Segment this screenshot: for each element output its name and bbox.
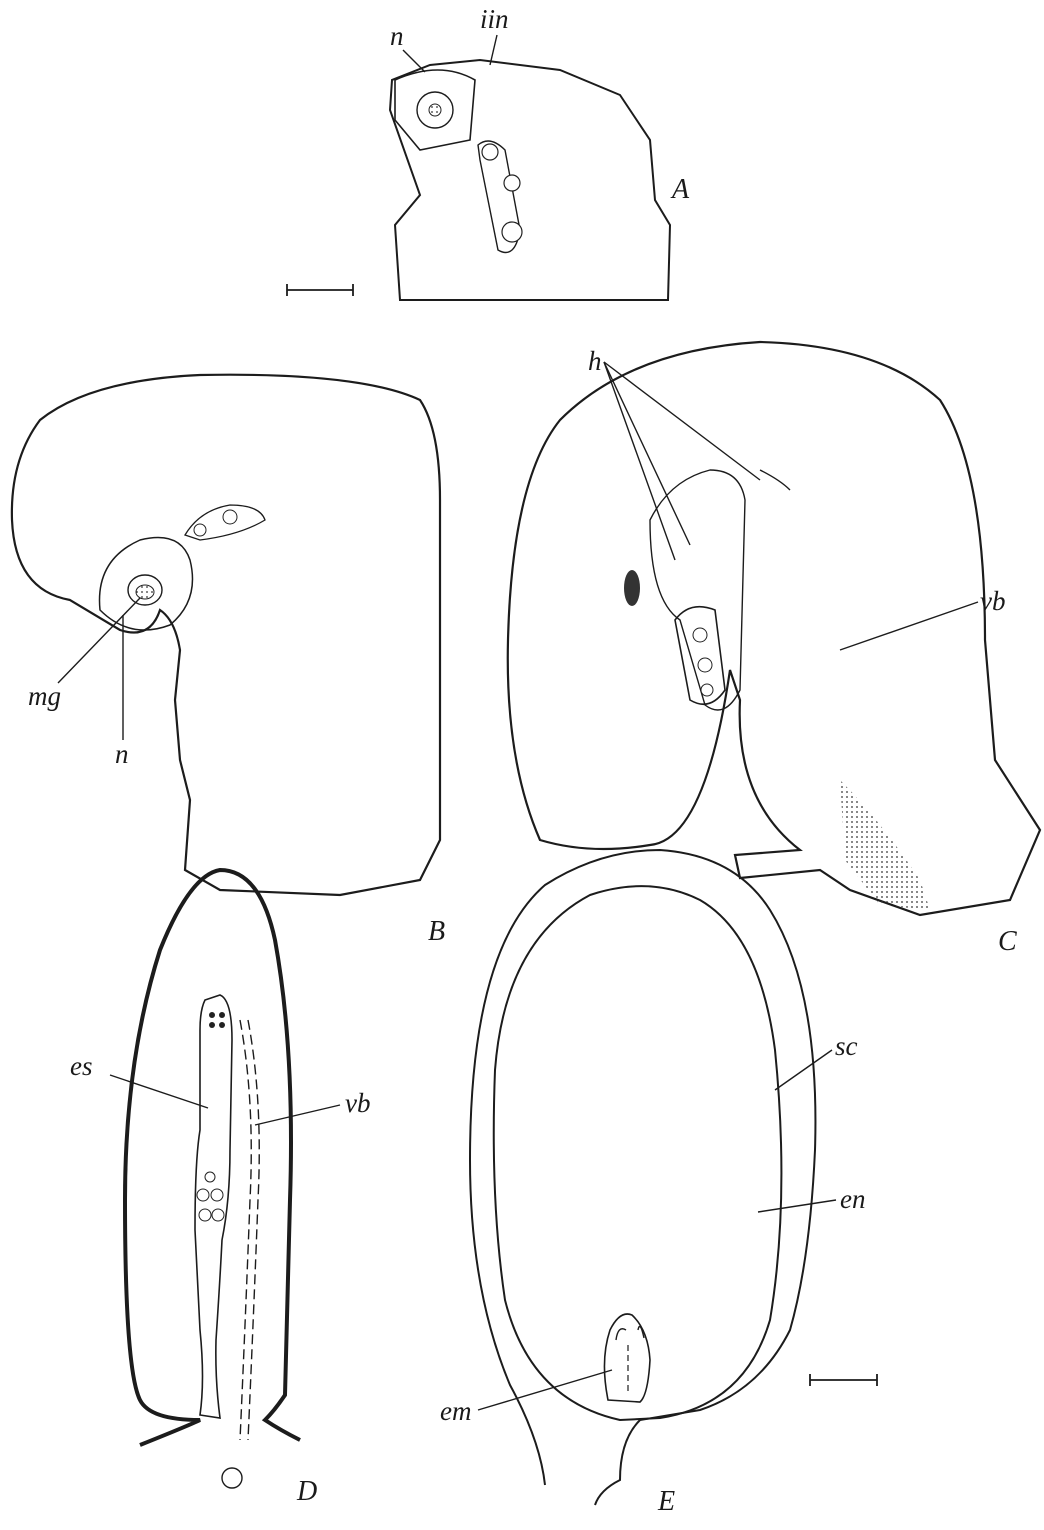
pointer-h [604, 362, 760, 560]
scale-bar-top [287, 284, 353, 296]
pointer-en [758, 1200, 836, 1212]
panel-label-d: D [296, 1476, 317, 1507]
scale-bar-bottom [810, 1374, 877, 1386]
panel-e-seed [470, 850, 815, 1505]
panel-label-c: C [998, 926, 1017, 957]
label-en: en [840, 1184, 865, 1214]
label-h: h [588, 346, 602, 376]
label-em: em [440, 1396, 471, 1426]
pointer-vb-d [255, 1105, 340, 1125]
panel-label-a: A [670, 174, 690, 205]
pointer-vb-c [840, 602, 978, 650]
panel-label-e: E [657, 1486, 675, 1517]
label-n-top: n [390, 21, 404, 51]
label-vb-c: vb [980, 586, 1005, 616]
label-iin: iin [480, 4, 509, 34]
pointer-es [110, 1075, 208, 1108]
pointer-sc [775, 1050, 832, 1090]
pointer-n-top [403, 50, 425, 72]
label-es: es [70, 1051, 93, 1081]
label-n-b: n [115, 739, 129, 769]
label-vb-d: vb [345, 1088, 370, 1118]
label-mg: mg [28, 681, 61, 711]
pointer-em [478, 1370, 612, 1410]
pointer-iin [490, 35, 497, 65]
panel-c-ovule [508, 342, 1040, 915]
pointer-mg [58, 598, 140, 683]
panel-d-ovule-section [125, 870, 300, 1488]
panel-label-b: B [428, 916, 445, 947]
label-sc: sc [835, 1031, 858, 1061]
panel-b-ovule [12, 375, 440, 895]
panel-a-ovule-primordium [390, 60, 670, 300]
